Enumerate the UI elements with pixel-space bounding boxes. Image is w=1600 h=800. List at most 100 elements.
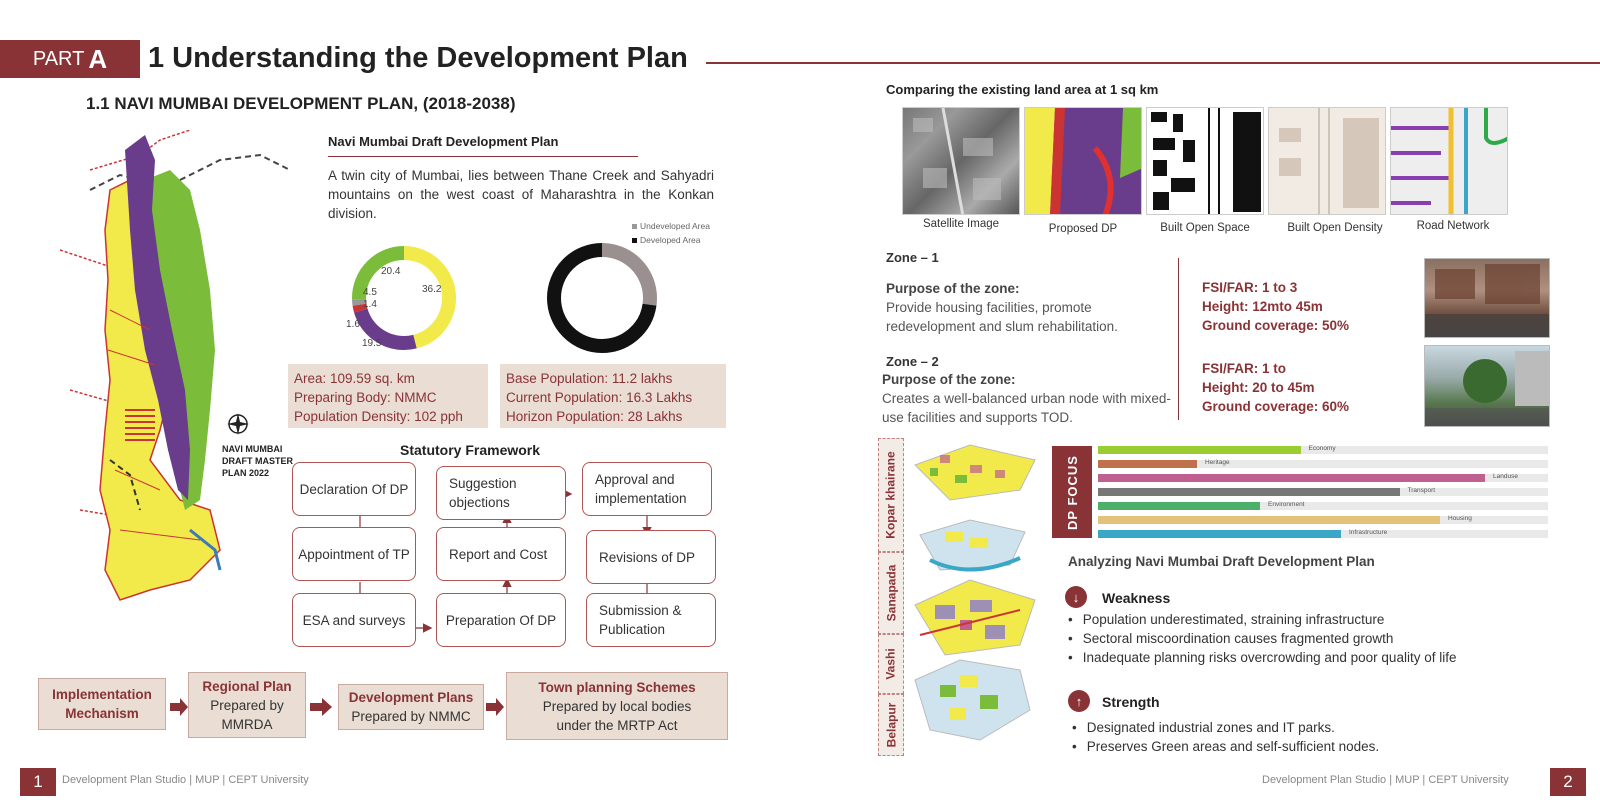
thumb-caption: Satellite Image xyxy=(922,218,1000,230)
zone-1-photo xyxy=(1424,258,1550,338)
dp-focus-bar-environment: Environment xyxy=(1098,501,1548,510)
dp-focus-bar-housing: Housing xyxy=(1098,515,1548,524)
analysis-title: Analyzing Navi Mumbai Draft Development … xyxy=(1068,554,1375,569)
zone-2-label: Zone – 2 xyxy=(886,354,939,369)
implementation-heading: Implementation Mechanism xyxy=(52,687,152,721)
zone-1-purpose-title: Purpose of the zone: xyxy=(886,281,1020,296)
framework-report: Report and Cost xyxy=(436,527,566,581)
development-plan-map xyxy=(60,130,291,601)
page-title: 1 Understanding the Development Plan xyxy=(148,42,688,74)
page-number-left: 1 xyxy=(20,768,56,796)
donut-segment-green xyxy=(352,246,456,350)
donut-label: 20.4 xyxy=(381,266,401,277)
page-number-right: 2 xyxy=(1550,768,1586,796)
info-line: Area: 109.59 sq. km xyxy=(294,371,415,386)
node-maps xyxy=(914,444,1036,741)
weakness-item: Sectoral miscoordination causes fragment… xyxy=(1068,629,1456,648)
implementation-arrows xyxy=(170,698,504,716)
thumb-caption: Built Open Density xyxy=(1287,222,1383,234)
donut-legend: Undeveloped Area Developed Area xyxy=(632,219,710,247)
compare-title: Comparing the existing land area at 1 sq… xyxy=(886,82,1159,97)
weakness-title: Weakness xyxy=(1102,590,1171,606)
legend-label: Undeveloped Area xyxy=(640,221,710,231)
legend-item-developed: Developed Area xyxy=(632,233,710,247)
framework-approval: Approval and implementation xyxy=(582,462,712,516)
framework-declaration: Declaration Of DP xyxy=(292,462,416,516)
built-open-space-thumb xyxy=(1146,107,1264,215)
regional-plan-title: Regional Plan xyxy=(202,678,292,694)
development-plans-box: Development Plans Prepared by NMMC xyxy=(338,684,484,730)
footer-text-left: Development Plan Studio | MUP | CEPT Uni… xyxy=(62,774,309,786)
land-use-donut: 20.4 36.2 4.5 1.4 1.6 19.5 xyxy=(346,246,456,350)
implementation-label: Implementation Mechanism xyxy=(38,678,166,730)
node-tab-kopar-khairane: Kopar khairane xyxy=(878,438,904,552)
dp-focus-bar-label: Environment xyxy=(1268,501,1305,508)
node-tab-sanapada: Sanapada xyxy=(878,552,904,634)
node-label: Kopar khairane xyxy=(884,451,898,539)
framework-appointment: Appointment of TP xyxy=(292,527,416,581)
framework-revisions: Revisions of DP xyxy=(586,530,716,584)
donut-segment-developed xyxy=(547,243,657,353)
development-donut xyxy=(547,243,657,353)
zone-divider xyxy=(1178,258,1179,420)
legend-label: Developed Area xyxy=(640,235,701,245)
arrow-down-icon: ↓ xyxy=(1065,586,1087,608)
donut-label: 19.5 xyxy=(362,338,382,349)
node-label: Belapur xyxy=(884,702,898,748)
weakness-item: Inadequate planning risks overcrowding a… xyxy=(1068,648,1457,667)
satellite-thumb xyxy=(902,107,1020,215)
dp-focus-bar-label: Infrastructure xyxy=(1349,529,1388,536)
strength-list: Designated industrial zones and IT parks… xyxy=(1072,718,1379,756)
thumb-caption: Road Network xyxy=(1416,220,1490,232)
road-network-thumb xyxy=(1390,107,1508,215)
framework-suggestion: Suggestion objections xyxy=(436,466,566,520)
map-title-line: NAVI MUMBAI xyxy=(222,444,283,454)
dp-focus-label: DP FOCUS xyxy=(1052,446,1092,538)
tps-box: Town planning Schemes Prepared by local … xyxy=(506,672,728,740)
info-line: Current Population: 16.3 Lakhs xyxy=(506,390,693,405)
dp-focus-bar-label: Economy xyxy=(1308,445,1336,452)
belapur-map xyxy=(914,659,1031,741)
zone-1-height: Height: 12mto 45m xyxy=(1202,299,1323,314)
info-line: Population Density: 102 pph xyxy=(294,409,463,424)
map-title: NAVI MUMBAI DRAFT MASTER PLAN 2022 xyxy=(222,443,293,479)
node-tab-vashi: Vashi xyxy=(878,634,904,694)
compass-icon xyxy=(227,413,249,435)
zone-2-purpose: Purpose of the zone: Creates a well-bala… xyxy=(882,370,1182,427)
area-info-box: Area: 109.59 sq. km Preparing Body: NMMC… xyxy=(288,364,488,428)
zone-1-stats: FSI/FAR: 1 to 3 Height: 12mto 45m Ground… xyxy=(1202,278,1349,335)
donut-label: 1.4 xyxy=(363,299,377,310)
dp-focus-bar-label: Transport xyxy=(1407,487,1436,494)
framework-preparation: Preparation Of DP xyxy=(436,593,566,647)
donut-label: 36.2 xyxy=(422,284,442,295)
dp-focus-bar-heritage: Heritage xyxy=(1098,459,1548,468)
zone-1-coverage: Ground coverage: 50% xyxy=(1202,318,1350,333)
part-letter: A xyxy=(88,43,108,74)
thumb-caption: Built Open Space xyxy=(1160,222,1250,234)
framework-title: Statutory Framework xyxy=(400,442,541,458)
part-label: PART xyxy=(32,47,85,70)
strength-item: Designated industrial zones and IT parks… xyxy=(1072,718,1379,737)
legend-item-undeveloped: Undeveloped Area xyxy=(632,219,710,233)
tps-body: Prepared by local bodies under the MRTP … xyxy=(542,698,692,733)
zone-2-fsi: FSI/FAR: 1 to xyxy=(1202,361,1286,376)
dp-focus-bar-fill xyxy=(1098,474,1485,482)
info-line: Base Population: 11.2 lakhs xyxy=(506,371,673,386)
arrow-right-icon xyxy=(486,698,504,716)
arrow-right-icon xyxy=(310,698,332,716)
plan-intro: A twin city of Mumbai, lies between Than… xyxy=(328,168,714,221)
info-line: Horizon Population: 28 Lakhs xyxy=(506,409,683,424)
strength-title: Strength xyxy=(1102,694,1160,710)
dp-focus-bar-transport: Transport xyxy=(1098,487,1548,496)
dp-focus-bar-fill xyxy=(1098,516,1440,524)
donut-segment-purple xyxy=(352,246,456,350)
section-title: 1.1 NAVI MUMBAI DEVELOPMENT PLAN, (2018-… xyxy=(86,94,516,113)
thumb-caption: Proposed DP xyxy=(1048,223,1118,235)
dp-focus-text: DP FOCUS xyxy=(1064,454,1080,530)
framework-esa: ESA and surveys xyxy=(292,593,416,647)
dp-focus-bar-economy: Economy xyxy=(1098,445,1548,454)
development-plans-title: Development Plans xyxy=(348,690,474,705)
info-line: Preparing Body: NMMC xyxy=(294,390,437,405)
subtitle-rule xyxy=(328,156,638,157)
